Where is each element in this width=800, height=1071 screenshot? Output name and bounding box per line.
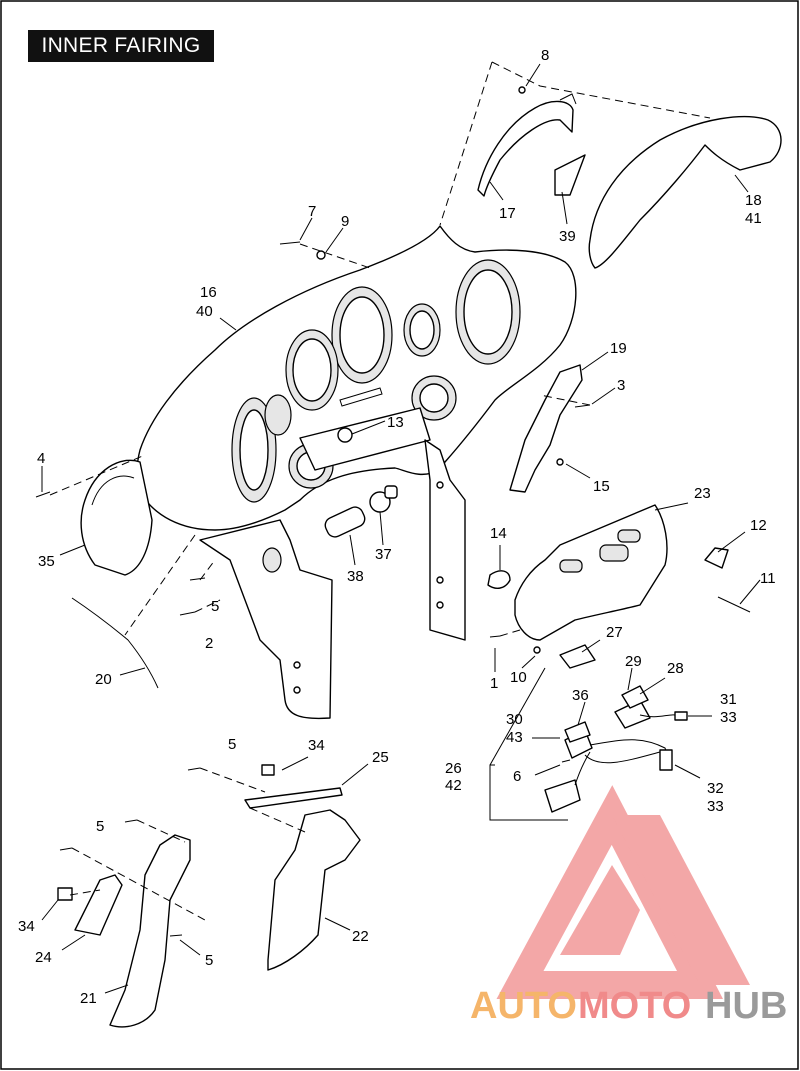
bracket-bar-25 bbox=[244, 787, 343, 809]
callout-5: 5 bbox=[205, 952, 213, 969]
callout-36: 36 bbox=[572, 687, 589, 704]
inner-fairing-part bbox=[136, 225, 577, 720]
callout-39: 39 bbox=[559, 228, 576, 245]
callout-21: 21 bbox=[80, 990, 97, 1007]
callout-labels: 8 7 9 17 39 18 41 16 40 19 3 13 4 15 23 … bbox=[18, 47, 776, 1007]
callout-32: 32 bbox=[707, 780, 724, 797]
callout-2: 2 bbox=[205, 635, 213, 652]
callout-41: 41 bbox=[745, 210, 762, 227]
trim-strip-20 bbox=[71, 597, 159, 689]
clip-part-34-lower bbox=[57, 887, 73, 901]
callout-34: 34 bbox=[308, 737, 325, 754]
diagram-title: INNER FAIRING bbox=[28, 30, 214, 62]
callout-26: 26 bbox=[445, 760, 462, 777]
callout-20: 20 bbox=[95, 671, 112, 688]
callout-4: 4 bbox=[37, 450, 45, 467]
callout-19: 19 bbox=[610, 340, 627, 357]
callout-27: 27 bbox=[606, 624, 623, 641]
callout-33: 33 bbox=[707, 798, 724, 815]
callout-31: 31 bbox=[720, 691, 737, 708]
callout-9: 9 bbox=[341, 213, 349, 230]
watermark-text-hub: HUB bbox=[705, 985, 787, 1027]
watermark-logo bbox=[496, 785, 750, 999]
leader-lines bbox=[41, 63, 761, 994]
callout-8: 8 bbox=[541, 47, 549, 64]
bracket-part-24 bbox=[74, 874, 123, 936]
speaker-part-35 bbox=[80, 459, 153, 576]
callout-22: 22 bbox=[352, 928, 369, 945]
callout-29: 29 bbox=[625, 653, 642, 670]
lamp-part-37 bbox=[369, 485, 398, 513]
callout-10: 10 bbox=[510, 669, 527, 686]
relay-plate-27 bbox=[559, 644, 596, 669]
callout-34: 34 bbox=[18, 918, 35, 935]
callout-14: 14 bbox=[490, 525, 507, 542]
callout-24: 24 bbox=[35, 949, 52, 966]
callout-1: 1 bbox=[490, 675, 498, 692]
callout-5: 5 bbox=[228, 736, 236, 753]
cable-tie-11 bbox=[717, 596, 751, 613]
callout-40: 40 bbox=[196, 303, 213, 320]
callout-3: 3 bbox=[617, 377, 625, 394]
fasteners bbox=[35, 86, 591, 937]
cap-part-18 bbox=[588, 115, 782, 269]
callout-15: 15 bbox=[593, 478, 610, 495]
callout-38: 38 bbox=[347, 568, 364, 585]
callout-30: 30 bbox=[506, 711, 523, 728]
part-12 bbox=[704, 547, 729, 569]
watermark-text-moto: MOTO bbox=[578, 985, 691, 1027]
callout-5: 5 bbox=[96, 818, 104, 835]
bracket-part-21 bbox=[109, 834, 191, 1028]
socket-part-38 bbox=[324, 506, 366, 538]
callout-16: 16 bbox=[200, 284, 217, 301]
callout-17: 17 bbox=[499, 205, 516, 222]
switch-panel-23 bbox=[514, 504, 668, 641]
callout-28: 28 bbox=[667, 660, 684, 677]
callout-5: 5 bbox=[211, 598, 219, 615]
watermark-text-auto: AUTO bbox=[470, 985, 577, 1027]
callout-42: 42 bbox=[445, 777, 462, 794]
callout-43: 43 bbox=[506, 729, 523, 746]
callout-23: 23 bbox=[694, 485, 711, 502]
callout-25: 25 bbox=[372, 749, 389, 766]
callout-11: 11 bbox=[760, 570, 776, 587]
clip-part-34-upper bbox=[261, 764, 275, 776]
callout-35: 35 bbox=[38, 553, 55, 570]
callout-33: 33 bbox=[720, 709, 737, 726]
callout-6: 6 bbox=[513, 768, 521, 785]
wiring-harness bbox=[544, 685, 688, 813]
bracket-part-22 bbox=[267, 809, 361, 971]
callout-37: 37 bbox=[375, 546, 392, 563]
callout-7: 7 bbox=[308, 203, 316, 220]
clip-part-14 bbox=[487, 570, 511, 589]
clip-part-39 bbox=[554, 154, 586, 196]
bracket-part-19 bbox=[509, 364, 583, 493]
callout-12: 12 bbox=[750, 517, 767, 534]
callout-18: 18 bbox=[745, 192, 762, 209]
trim-part-17 bbox=[477, 93, 577, 197]
assembly-lines bbox=[49, 61, 711, 921]
callout-13: 13 bbox=[387, 414, 404, 431]
